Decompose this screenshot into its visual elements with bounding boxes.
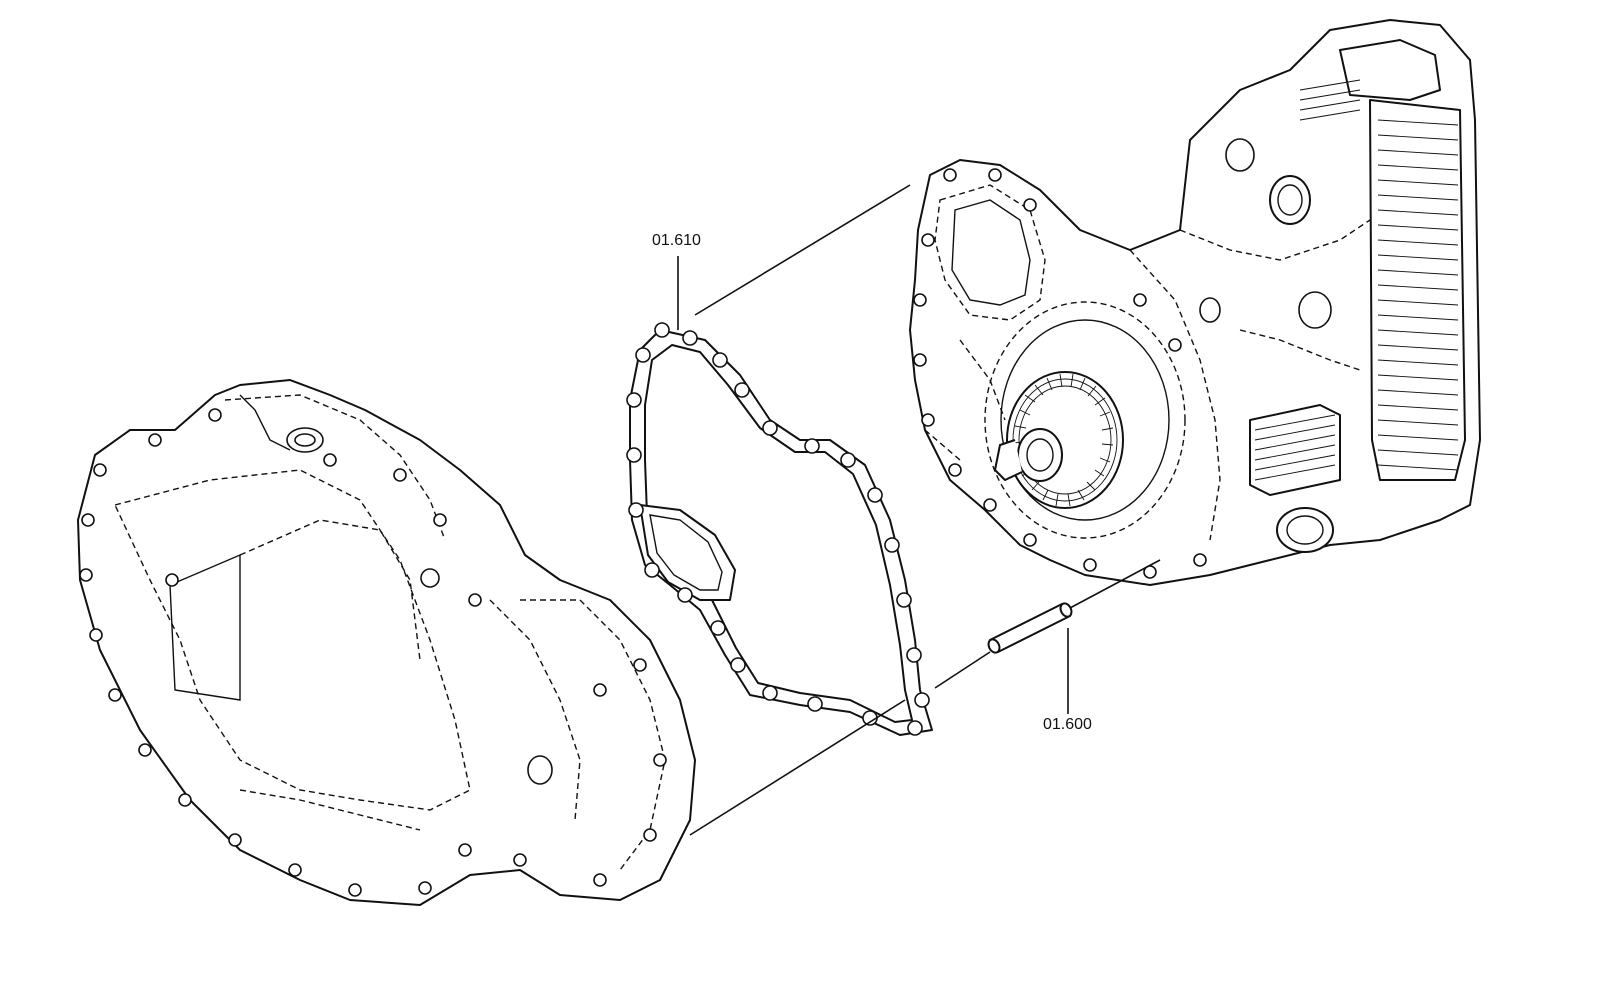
case-bolt-holes bbox=[913, 168, 1207, 579]
gear bbox=[994, 371, 1124, 509]
oil-cooler bbox=[1299, 39, 1466, 481]
alignment-lines bbox=[689, 184, 1161, 836]
gasket-callout-label: 01.610 bbox=[652, 232, 701, 249]
dowel-pin bbox=[987, 602, 1073, 654]
housing-bolt-holes bbox=[79, 408, 667, 897]
gasket bbox=[626, 322, 933, 736]
gasket-bolt-holes bbox=[626, 322, 930, 736]
transmission-case bbox=[909, 19, 1481, 586]
clutch-housing bbox=[77, 379, 696, 906]
pin-callout-label: 01.600 bbox=[1043, 716, 1092, 733]
